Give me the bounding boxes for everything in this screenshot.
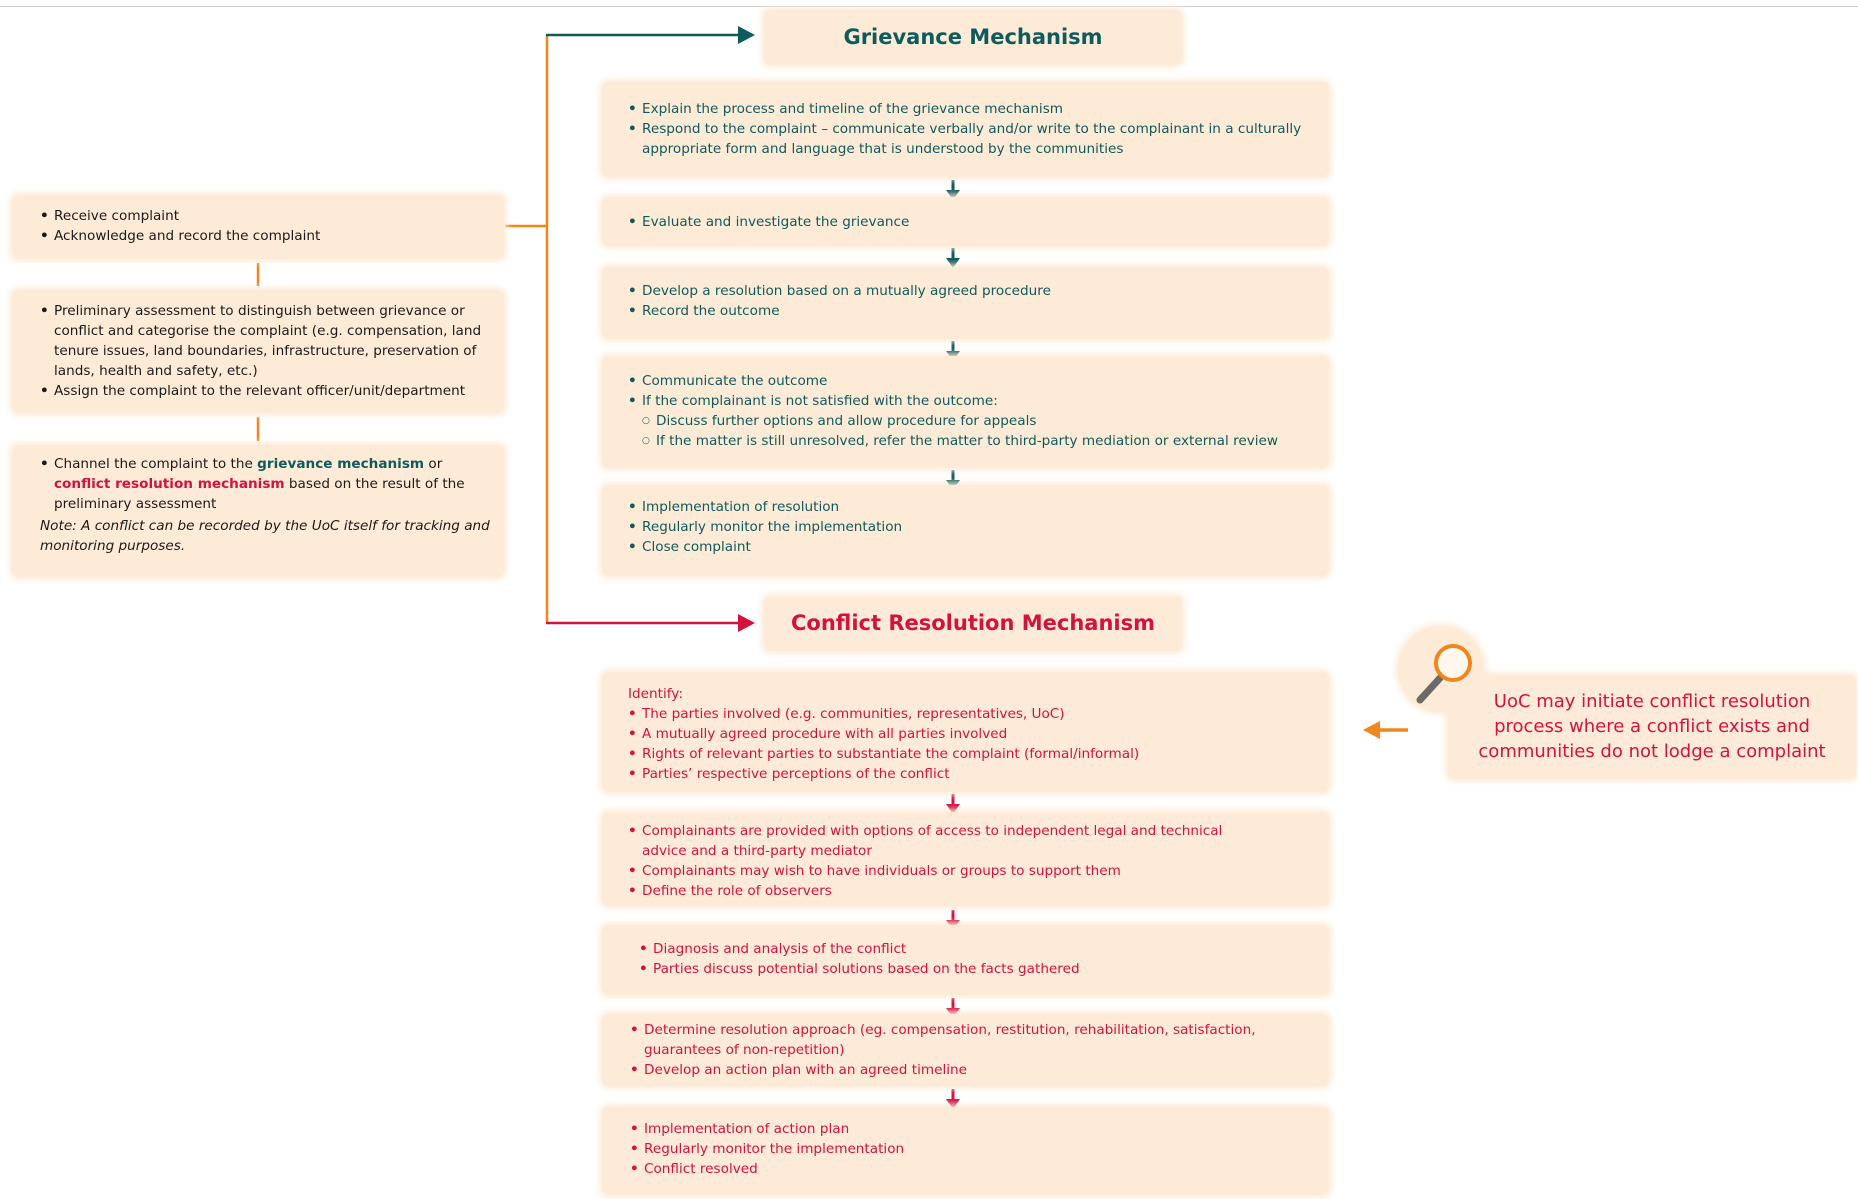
grievance-down-arrowhead-2 — [946, 258, 960, 268]
list-item: Regularly monitor the implementation — [630, 1139, 1315, 1159]
list-item: Implementation of resolution — [628, 497, 1315, 517]
grievance-step-2: Evaluate and investigate the grievance — [602, 197, 1329, 246]
list-item: Parties’ respective perceptions of the c… — [628, 764, 1315, 784]
channel-middle: or — [424, 456, 443, 472]
conflict-down-arrowhead-3 — [946, 1008, 960, 1018]
list-item: Explain the process and timeline of the … — [628, 99, 1315, 119]
grievance-step-1: Explain the process and timeline of the … — [602, 82, 1329, 177]
conflict-title: Conflict Resolution Mechanism — [764, 596, 1182, 651]
list-item: Acknowledge and record the complaint — [40, 226, 490, 246]
conflict-resolution-link: conflict resolution mechanism — [54, 476, 285, 492]
list-item: Determine resolution approach (eg. compe… — [630, 1020, 1280, 1060]
list-item: Evaluate and investigate the grievance — [628, 212, 1315, 232]
identify-heading: Identify: — [628, 686, 683, 702]
conflict-down-arrowhead-4 — [946, 1099, 960, 1109]
list-item: Record the outcome — [628, 301, 1315, 321]
list-item: Develop an action plan with an agreed ti… — [630, 1060, 1280, 1080]
sub-list-item: Discuss further options and allow proced… — [628, 411, 1315, 431]
list-item: A mutually agreed procedure with all par… — [628, 724, 1315, 744]
top-divider — [0, 6, 1858, 7]
note-text: Note: A conflict can be recorded by the … — [40, 518, 490, 554]
list-item: Close complaint — [628, 537, 1315, 557]
conflict-step-1: Identify: The parties involved (e.g. com… — [602, 672, 1329, 792]
left-step-channel: Channel the complaint to the grievance m… — [12, 445, 504, 577]
channel-item: Channel the complaint to the grievance m… — [40, 454, 490, 514]
list-item: The parties involved (e.g. communities, … — [628, 704, 1315, 724]
grievance-title: Grievance Mechanism — [764, 10, 1182, 65]
list-item: Communicate the outcome — [628, 371, 1315, 391]
list-item: Rights of relevant parties to substantia… — [628, 744, 1315, 764]
grievance-arrow-head — [738, 26, 755, 44]
conflict-down-arrowhead-1 — [946, 804, 960, 814]
channel-prefix: Channel the complaint to the — [54, 456, 258, 472]
uoc-note-text: UoC may initiate conflict resolution pro… — [1478, 691, 1826, 762]
magnifying-glass-icon-svg — [1416, 644, 1472, 704]
list-item: If the complainant is not satisfied with… — [628, 391, 1315, 411]
magnifying-glass-icon — [1398, 626, 1484, 712]
list-item: Preliminary assessment to distinguish be… — [40, 301, 490, 381]
conflict-step-2: Complainants are provided with options o… — [602, 812, 1329, 906]
list-item: Develop a resolution based on a mutually… — [628, 281, 1315, 301]
list-item: Respond to the complaint – communicate v… — [628, 119, 1315, 159]
list-item: Complainants may wish to have individual… — [628, 861, 1248, 881]
conflict-step-3: Diagnosis and analysis of the conflict P… — [602, 925, 1329, 995]
left-step-assessment: Preliminary assessment to distinguish be… — [12, 290, 504, 413]
grievance-mechanism-link: grievance mechanism — [257, 456, 425, 472]
list-item: Diagnosis and analysis of the conflict — [639, 939, 1315, 959]
conflict-arrow-head — [738, 614, 755, 632]
list-item: Conflict resolved — [630, 1159, 1315, 1179]
list-item: Regularly monitor the implementation — [628, 517, 1315, 537]
list-item: Define the role of observers — [628, 881, 1248, 901]
list-item: Complainants are provided with options o… — [628, 821, 1248, 861]
left-step-receive: Receive complaint Acknowledge and record… — [12, 195, 504, 259]
uoc-note-box: UoC may initiate conflict resolution pro… — [1448, 675, 1856, 779]
list-item: Assign the complaint to the relevant off… — [40, 381, 490, 401]
channel-suffix: based on the result of the preliminary a… — [54, 476, 465, 512]
grievance-down-arrowhead-1 — [946, 190, 960, 200]
list-item: Implementation of action plan — [630, 1119, 1315, 1139]
uoc-arrow-head — [1363, 721, 1380, 739]
grievance-step-4: Communicate the outcome If the complaina… — [602, 356, 1329, 468]
grievance-step-3: Develop a resolution based on a mutually… — [602, 267, 1329, 339]
sub-list-item: If the matter is still unresolved, refer… — [628, 431, 1315, 451]
list-item: Receive complaint — [40, 206, 490, 226]
list-item: Parties discuss potential solutions base… — [639, 959, 1315, 979]
conflict-step-5: Implementation of action plan Regularly … — [602, 1107, 1329, 1195]
conflict-step-4: Determine resolution approach (eg. compe… — [602, 1014, 1329, 1086]
grievance-step-5: Implementation of resolution Regularly m… — [602, 485, 1329, 576]
